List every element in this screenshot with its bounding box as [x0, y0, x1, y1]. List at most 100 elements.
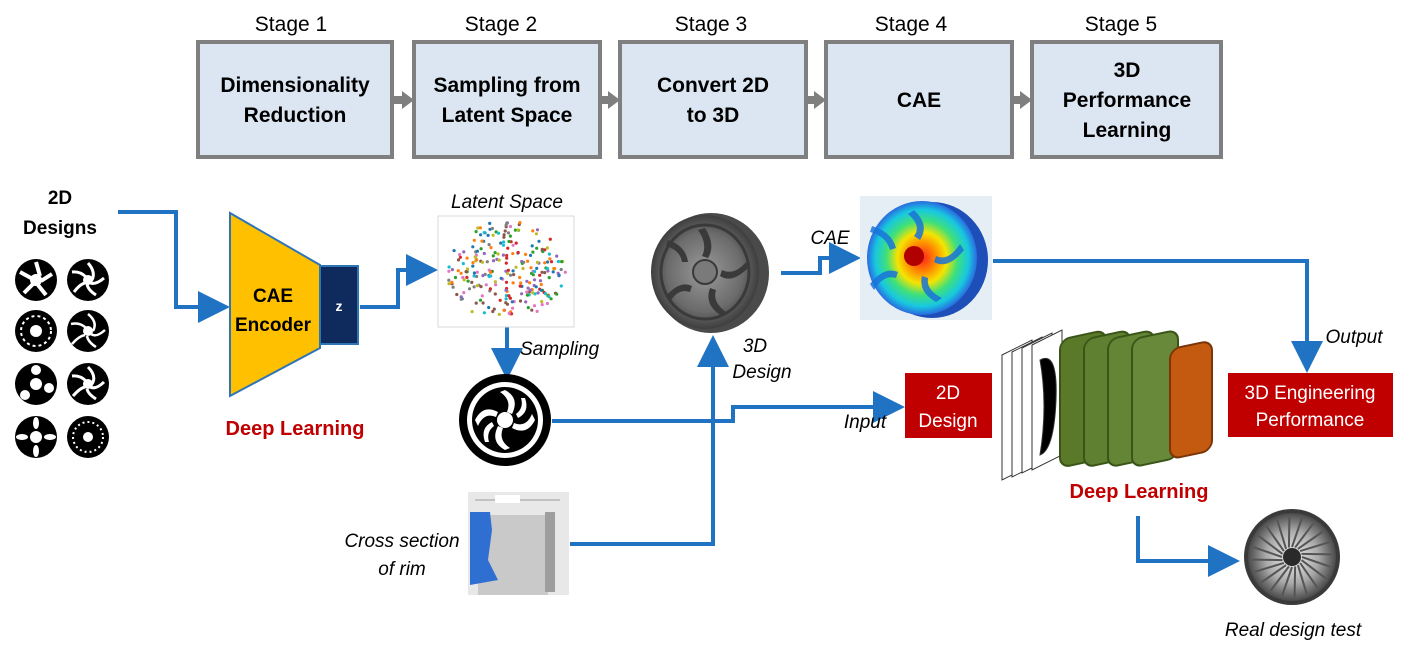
latent-point — [531, 291, 535, 295]
stage-1-title: Stage 1 — [255, 13, 327, 36]
network-stack — [1001, 329, 1213, 481]
latent-point — [462, 291, 466, 295]
stage-2-box — [412, 40, 602, 159]
deep-learning-right: Deep Learning — [1070, 481, 1209, 503]
latent-point — [506, 271, 510, 275]
latent-point — [459, 271, 463, 275]
latent-point — [535, 260, 540, 264]
latent-point — [532, 304, 537, 308]
latent-point — [462, 250, 466, 254]
latent-point — [472, 271, 476, 275]
latent-point — [546, 260, 550, 264]
latent-point — [475, 274, 479, 279]
wheel-spoke — [1294, 522, 1315, 549]
latent-point — [487, 243, 491, 247]
wheel-spoke — [1252, 546, 1283, 558]
latent-point — [508, 224, 513, 229]
latent-space-label: Latent Space — [451, 192, 563, 213]
latent-point — [482, 311, 486, 315]
deep-learning-left: Deep Learning — [226, 418, 365, 440]
latent-point — [456, 258, 461, 262]
wheel-spoke — [1265, 525, 1285, 552]
wheel-spoke — [1300, 559, 1327, 580]
latent-point — [452, 249, 456, 253]
box-2d-design-line-1: 2D — [936, 383, 960, 404]
stage-1-box — [196, 40, 394, 159]
latent-point — [551, 270, 555, 274]
latent-point — [480, 294, 484, 298]
latent-point — [471, 245, 475, 249]
stage-5: Stage 5 3D Performance Learning — [1030, 13, 1223, 159]
cross-section-line-2: of rim — [378, 559, 426, 580]
wheel-thumb-8-icon — [67, 416, 109, 458]
latent-point — [524, 300, 528, 304]
stage-2: Stage 2 Sampling from Latent Space — [412, 13, 602, 159]
stage-5-line-1: 3D — [1114, 59, 1141, 82]
latent-point — [546, 269, 550, 273]
latent-point — [513, 228, 518, 232]
wheel-spoke — [1293, 566, 1297, 597]
real-design-test-label: Real design test — [1225, 620, 1362, 641]
latent-point — [514, 241, 518, 245]
latent-point — [484, 283, 488, 287]
latent-point — [488, 287, 492, 291]
stage-3-box — [618, 40, 808, 159]
stage-5-box — [1030, 40, 1223, 159]
stage-4-line-1: CAE — [897, 89, 941, 112]
stage-3-title: Stage 3 — [675, 13, 747, 36]
wheel-thumb-1-icon — [15, 259, 57, 301]
latent-point — [540, 247, 544, 251]
latent-point — [459, 295, 463, 299]
latent-point — [465, 256, 469, 260]
latent-point — [482, 251, 486, 256]
stage-5-line-2: Performance — [1063, 89, 1191, 112]
latent-point — [556, 259, 561, 264]
wheel-spoke — [1269, 565, 1290, 592]
latent-point — [536, 291, 540, 295]
latent-point — [447, 282, 451, 286]
design-thumbnails — [15, 259, 109, 458]
stage-2-line-2: Latent Space — [442, 104, 573, 127]
latent-point — [511, 252, 515, 256]
latent-point — [465, 267, 470, 271]
latent-point — [510, 306, 515, 310]
latent-point — [453, 275, 458, 280]
latent-point — [472, 274, 476, 278]
latent-point — [504, 269, 508, 273]
latent-point — [476, 226, 480, 230]
latent-point — [511, 269, 515, 273]
latent-point — [516, 228, 520, 232]
latent-point — [491, 309, 495, 314]
latent-point — [504, 288, 508, 292]
cae-result-image — [860, 196, 992, 320]
latent-point — [528, 253, 533, 257]
latent-point — [508, 296, 512, 300]
inputs-line-2: Designs — [23, 218, 97, 239]
latent-point — [490, 226, 494, 231]
latent-point — [464, 270, 468, 274]
latent-point — [489, 270, 493, 274]
latent-point — [461, 262, 465, 266]
latent-point — [531, 229, 535, 233]
latent-point — [555, 254, 559, 258]
latent-point — [481, 274, 485, 278]
latent-point — [528, 288, 533, 292]
latent-point — [514, 265, 518, 269]
wheel-spoke — [1301, 556, 1332, 568]
latent-point — [525, 279, 529, 283]
latent-point — [539, 282, 543, 287]
wheel-thumb-6-icon — [67, 363, 109, 405]
latent-point — [480, 260, 485, 264]
box-2d-design — [905, 373, 992, 438]
latent-point — [467, 287, 472, 291]
latent-point — [511, 243, 515, 247]
latent-point — [497, 312, 501, 316]
latent-point — [519, 281, 523, 285]
wheel-spoke — [1281, 566, 1293, 597]
latent-point — [548, 257, 552, 261]
latent-point — [504, 297, 508, 301]
latent-point — [447, 278, 451, 282]
latent-point — [474, 301, 478, 305]
latent-point — [497, 258, 501, 262]
input-image-stack — [1001, 329, 1063, 481]
